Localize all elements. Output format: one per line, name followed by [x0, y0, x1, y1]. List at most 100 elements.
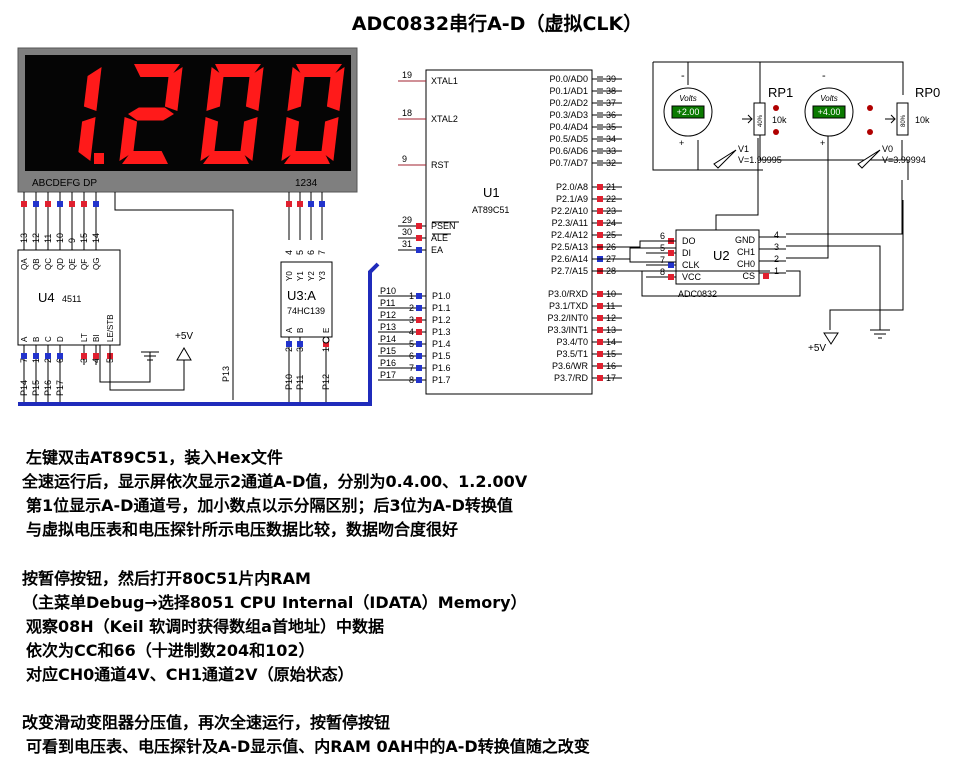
u1-port3-pin-number: 14 [606, 337, 616, 347]
u4-bottom-pin-name: B [32, 337, 41, 342]
u1-port1-net-label: P16 [380, 358, 396, 368]
u2-part: ADC0832 [678, 289, 717, 299]
u1-left-pin-name: EA [431, 245, 443, 255]
u4-input-net-label: P15 [31, 380, 41, 396]
u4-bottom-pin-number: 6 [55, 358, 65, 363]
u1-port3-pin-number: 10 [606, 289, 616, 299]
u1-port1-net-label: P14 [380, 334, 396, 344]
seven-segment-display[interactable]: ABCDEFG DP 1234 [17, 47, 358, 193]
u1-port2-pin-name: P2.0/A8 [556, 182, 588, 192]
voltmeter-2-reading: +4.00 [818, 107, 841, 117]
u4-bottom-pin-name: LE/STB [106, 314, 115, 342]
u3-part: 74HC139 [287, 306, 325, 316]
u3-bottom-pin-name: E [322, 328, 331, 333]
u2-left-pin-number: 6 [660, 231, 665, 241]
u3-input-pin-marker [323, 341, 329, 347]
svg-text:-: - [822, 70, 826, 82]
u3-body [280, 261, 333, 338]
u3-top-pin-number: 4 [284, 250, 294, 255]
u3-display-pin-marker [319, 201, 325, 207]
digit-3-segment-c [240, 117, 258, 161]
u1-port3-pin-marker [597, 315, 603, 321]
u1-port2-pin-number: 21 [606, 182, 616, 192]
potentiometer-rp0[interactable]: 80% RP0 10k [867, 85, 940, 136]
u2-right-pin-name: CH0 [737, 259, 755, 269]
u2-left-pin-name: DI [682, 248, 691, 258]
u1-port0-pin-number: 37 [606, 98, 616, 108]
u3-input-net-label: P10 [284, 374, 294, 390]
u1-port2-pin-marker [597, 208, 603, 214]
u2-left-pin-number: 8 [660, 267, 665, 277]
u3-input-pin-marker [286, 341, 292, 347]
voltage-probe-v1[interactable]: V1 V=1.99995 [713, 144, 782, 169]
u4-display-pin-marker [21, 201, 27, 207]
u1-control-pin-marker [416, 223, 422, 229]
u1-port1-pin-number: 5 [409, 339, 414, 349]
u4-top-pin-name: QA [20, 258, 29, 270]
voltmeter-1[interactable]: Volts +2.00 - + [663, 70, 713, 148]
potentiometer-rp1[interactable]: 40% RP1 10k [742, 85, 793, 136]
u2-left-pin-name: CLK [682, 260, 700, 270]
u3-input-net-label: P12 [321, 374, 331, 390]
u2-right-pin-number: 4 [774, 230, 779, 240]
u4-input-pin-marker [45, 353, 51, 359]
u1-port2-pin-name: P2.3/A11 [552, 218, 588, 228]
u1-port1-net-label: P12 [380, 310, 396, 320]
voltmeter-2[interactable]: Volts +4.00 - + [804, 70, 854, 148]
u4-bottom-pin-number: 3 [79, 358, 89, 363]
u4-input-net-label: P14 [19, 380, 29, 396]
u2-left-pin-name: DO [682, 236, 696, 246]
u1-port1-pin-number: 7 [409, 363, 414, 373]
display-digits [78, 64, 345, 164]
u1-at89c51-mcu[interactable]: U1 AT89C51 19XTAL118XTAL29RST29PSEN30ALE… [378, 69, 622, 395]
u2-left-pin-marker [668, 274, 674, 280]
u3-display-pin-marker [308, 201, 314, 207]
digit-2-segment-g [128, 107, 174, 121]
u1-port2-pin-marker [597, 220, 603, 226]
u1-port0-pin-name: P0.1/AD1 [549, 86, 588, 96]
u1-part: AT89C51 [472, 205, 509, 215]
u3-bottom-pin-number: 1 [321, 347, 331, 352]
u1-port2-pin-name: P2.4/A12 [551, 230, 588, 240]
u1-left-pin-name: PSEN [431, 221, 456, 231]
digit-2-segment-e [119, 117, 138, 161]
u2-left-pin-name: VCC [682, 272, 702, 282]
u1-port2-pin-number: 23 [606, 206, 616, 216]
u3-bottom-pin-name: A [285, 327, 294, 333]
note-line-6: （主菜单Debug→选择8051 CPU Internal（IDATA）Memo… [22, 593, 527, 612]
u1-left-pin-number: 31 [402, 239, 412, 249]
u4-body [17, 249, 121, 346]
u4-input-pin-marker [21, 353, 27, 359]
u1-port1-pin-marker [416, 293, 422, 299]
u2-right-pin-name: CH1 [737, 247, 755, 257]
u1-port1-net-label: P15 [380, 346, 396, 356]
rp0-value: 10k [915, 115, 930, 125]
u4-input-pin-marker [81, 353, 87, 359]
u1-port1-pin-name: P1.4 [432, 339, 451, 349]
u4-bottom-pin-name: LT [80, 333, 89, 342]
u1-port1-net-label: P13 [380, 322, 396, 332]
u4-input-pin-marker [93, 353, 99, 359]
u4-bottom-pin-number: 7 [19, 358, 29, 363]
u1-port2-pin-marker [597, 232, 603, 238]
voltage-probe-v0[interactable]: V0 V=3.99994 [857, 144, 926, 169]
diagram-title: ADC0832串行A-D（虚拟CLK） [352, 12, 642, 35]
digit-3-segment-b [245, 67, 264, 111]
u4-top-pin-name: QB [32, 258, 41, 270]
u1-port1-net-label: P17 [380, 370, 396, 380]
u4-4511-decoder[interactable]: U4 4511 13QA12QB11QC10QD9QE15QF14QGA7B1C… [17, 201, 121, 402]
u1-left-pin-number: 29 [402, 215, 412, 225]
u1-port0-pin-number: 34 [606, 134, 616, 144]
u1-port1-net-label: P11 [380, 298, 395, 308]
u1-port2-pin-name: P2.1/A9 [556, 194, 588, 204]
u1-port3-pin-marker [597, 375, 603, 381]
digit-labels: 1234 [295, 178, 318, 189]
u1-port3-pin-marker [597, 363, 603, 369]
u1-port3-pin-number: 17 [606, 373, 616, 383]
u1-left-pin-number: 19 [402, 70, 412, 80]
note-line-7: 观察08H（Keil 软调时获得数组a首地址）中数据 [26, 617, 384, 636]
u1-port0-pin-number: 32 [606, 158, 616, 168]
